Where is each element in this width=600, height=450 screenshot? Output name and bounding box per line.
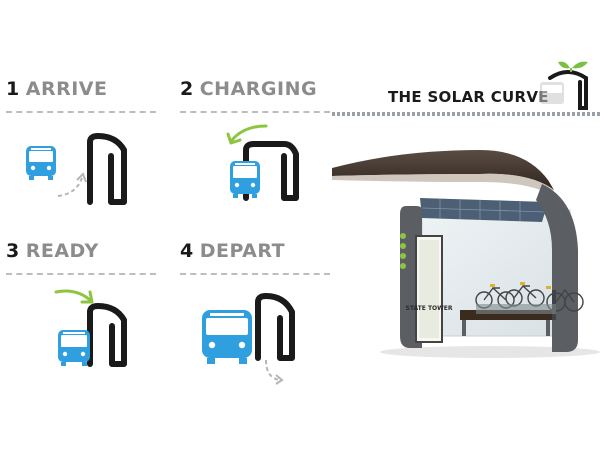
step-illustration [26, 133, 127, 205]
bus-icon [26, 146, 56, 180]
roof-canopy [332, 150, 554, 190]
shelter-icon [255, 293, 295, 361]
solar-curve-logo [540, 61, 588, 110]
step-label: READY [25, 240, 99, 262]
step-label: DEPART [199, 240, 286, 262]
shelter-icon [87, 133, 127, 205]
title-divider [332, 112, 600, 116]
arrive-arrow-icon [57, 177, 83, 197]
charging-arrow-icon [230, 124, 268, 142]
page-title: THE SOLAR CURVE [388, 88, 549, 106]
ready-arrow-icon [54, 289, 92, 302]
step-illustration [202, 293, 295, 385]
step-label: ARRIVE [25, 78, 108, 100]
dashed-divider [180, 273, 330, 275]
depart-arrow-icon [265, 359, 281, 381]
step-number: 4 [180, 240, 194, 262]
step-illustration [54, 289, 127, 367]
right-pillar [536, 184, 578, 352]
shelter-icon [243, 141, 299, 201]
step-label: CHARGING [199, 78, 318, 100]
sign-text: STATE TOWER [406, 305, 453, 312]
step-number: 1 [6, 78, 20, 100]
status-lights [400, 233, 406, 269]
shelter-icon [87, 303, 127, 367]
dashed-divider [180, 111, 330, 113]
ground-shadow [380, 346, 600, 358]
dashed-divider [6, 111, 156, 113]
bench [460, 310, 552, 320]
step-number: 2 [180, 78, 194, 100]
dashed-divider [6, 273, 156, 275]
step-illustration [226, 124, 299, 201]
bus-icon [58, 330, 90, 366]
step-number: 3 [6, 240, 20, 262]
shelter-illustration: STATE TOWER [332, 150, 600, 358]
bus-icon [230, 161, 260, 198]
bus-icon [202, 310, 252, 364]
